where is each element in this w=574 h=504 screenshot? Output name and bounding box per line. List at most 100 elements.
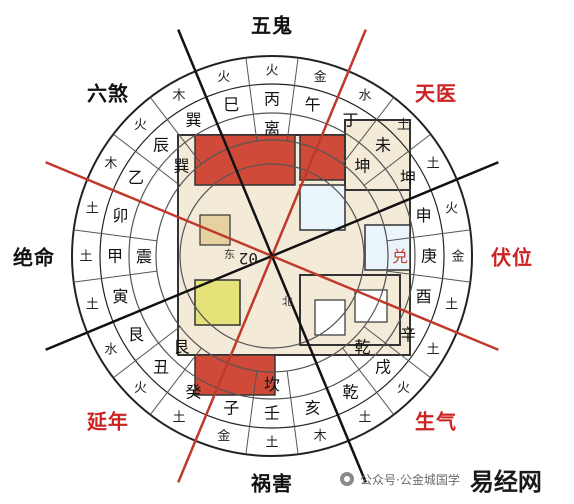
middle-ring-direction: 辰	[153, 136, 169, 155]
ring-circle	[128, 112, 416, 400]
living-room-sofa	[194, 279, 241, 326]
outer-ring-element: 土	[427, 343, 440, 358]
ring-circle	[179, 163, 365, 349]
center-label: 02	[239, 249, 258, 268]
trigram-label: 乾	[355, 338, 371, 357]
middle-ring-direction: 坤	[400, 168, 416, 187]
middle-ring-direction: 癸	[185, 383, 201, 402]
middle-ring-direction: 巽	[185, 111, 201, 130]
star-label-jueming: 绝命	[13, 245, 55, 270]
sector-boundary	[270, 255, 367, 483]
middle-ring-direction: 乾	[342, 383, 358, 402]
middle-ring-direction: 丙	[264, 90, 280, 109]
sector-boundary	[45, 161, 273, 258]
middle-ring-direction: 辛	[400, 325, 416, 344]
star-label-shengqi: 生气	[415, 409, 458, 434]
sector-boundary	[177, 29, 274, 257]
middle-ring-direction: 丁	[342, 111, 358, 130]
middle-ring-direction: 壬	[264, 404, 280, 423]
outer-ring-element: 土	[358, 411, 371, 426]
outer-ring-element: 火	[445, 201, 458, 216]
ring-divider	[286, 370, 299, 455]
middle-ring-direction: 丑	[153, 358, 169, 377]
trigram-label: 震	[136, 247, 152, 266]
compass-ring-text: 火金水土土火金土土火土木土金土火水土土土木火木火丙午丁未坤申庚酉辛戌乾亥壬子癸丑…	[79, 64, 464, 451]
outer-ring-element: 土	[265, 436, 278, 451]
outer-ring-element: 土	[427, 157, 440, 172]
ring-divider	[113, 326, 181, 379]
trigram-label: 坤	[355, 156, 371, 175]
sector-boundary	[177, 255, 274, 483]
middle-ring-direction: 艮	[128, 325, 144, 344]
east-room	[344, 119, 411, 191]
north-bedroom	[194, 134, 296, 186]
floorplan-label-north: 北	[282, 295, 293, 308]
compass-rings	[45, 29, 499, 483]
outer-ring-element: 金	[314, 69, 327, 85]
outer-ring-element: 金	[451, 249, 464, 265]
outer-ring-element: 土	[397, 118, 410, 133]
middle-ring-direction: 庚	[421, 247, 437, 266]
star-label-tianyi: 天医	[415, 81, 458, 106]
outer-ring-element: 火	[134, 381, 147, 396]
wechat-icon	[340, 472, 354, 486]
ring-circle	[99, 83, 445, 429]
ring-divider	[386, 270, 471, 283]
middle-ring-direction: 巳	[223, 95, 239, 114]
middle-ring-direction: 甲	[107, 247, 123, 266]
middle-ring-direction: 子	[223, 398, 239, 417]
sector-boundary	[271, 254, 499, 351]
ring-divider	[245, 370, 258, 455]
outer-ring-element: 火	[217, 70, 230, 85]
outer-ring-element: 木	[314, 429, 327, 444]
dining-table	[199, 214, 231, 246]
star-label-huohai: 祸害	[251, 471, 293, 496]
outer-ring-element: 火	[397, 381, 410, 396]
outer-ring-element: 火	[265, 64, 278, 79]
ring-divider	[149, 347, 202, 415]
middle-ring-direction: 未	[375, 136, 391, 155]
ring-divider	[342, 97, 395, 165]
ring-divider	[342, 347, 395, 415]
watermark: 公众号·公金城国学 易经网	[340, 466, 542, 496]
trigram-label: 兑	[392, 247, 408, 266]
ring-divider	[363, 326, 431, 379]
ring-divider	[363, 133, 431, 186]
ring-circle	[71, 55, 473, 457]
outer-ring-element: 土	[86, 298, 99, 313]
sector-boundary	[271, 161, 499, 258]
floor-plan	[177, 119, 411, 396]
outer-ring-element: 火	[134, 118, 147, 133]
outer-ring-element: 土	[86, 201, 99, 216]
sector-boundary	[45, 254, 273, 351]
trigram-label: 巽	[173, 156, 189, 175]
ring-divider	[149, 97, 202, 165]
center-area: 02 北 东	[224, 248, 293, 308]
outer-ring-element: 水	[358, 88, 371, 103]
trigram-label: 艮	[173, 338, 189, 357]
ring-divider	[386, 229, 471, 242]
ring-divider	[73, 229, 158, 242]
ring-divider	[245, 57, 258, 142]
sector-boundary	[270, 29, 367, 257]
outer-ring-element: 水	[104, 343, 117, 358]
ring-divider	[73, 270, 158, 283]
middle-ring-direction: 戌	[375, 358, 391, 377]
middle-ring-direction: 酉	[416, 287, 432, 306]
trigram-label: 离	[264, 119, 280, 138]
outer-ring-element: 土	[172, 411, 185, 426]
outer-ring-element: 木	[172, 88, 185, 103]
middle-ring-direction: 乙	[128, 168, 144, 187]
south-balcony	[194, 354, 276, 396]
outer-ring-element: 木	[104, 157, 117, 172]
star-label-liusha: 六煞	[86, 81, 129, 106]
middle-ring-direction: 申	[416, 206, 432, 225]
floorplan-label-east: 东	[224, 248, 235, 261]
middle-ring-direction: 寅	[112, 287, 128, 306]
outer-ring-element: 土	[445, 298, 458, 313]
outer-ring-element: 土	[79, 250, 92, 265]
ring-divider	[286, 57, 299, 142]
outer-ring-element: 金	[217, 428, 230, 444]
